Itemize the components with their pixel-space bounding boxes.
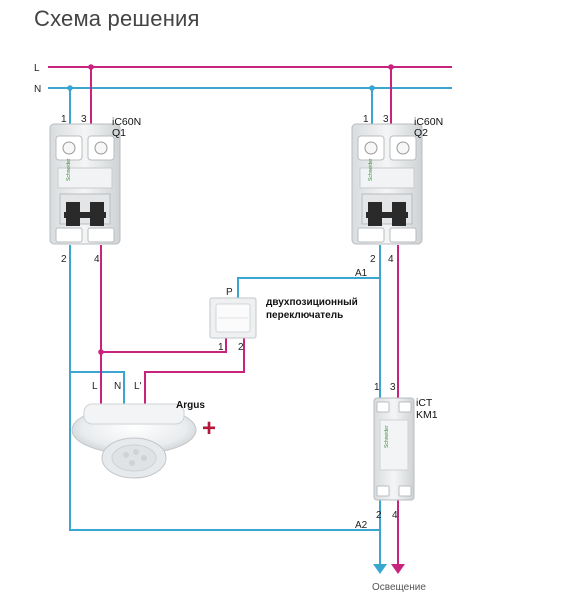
breaker-q2-term-3: 3: [383, 114, 389, 125]
sensor-term-lp: L': [134, 381, 142, 392]
output-phase-arrow-icon: [391, 564, 405, 574]
sensor-name: Argus: [176, 400, 205, 411]
contactor-term-4: 4: [392, 510, 398, 521]
breaker-q1-term-2: 2: [61, 254, 67, 265]
argus-motion-sensor[interactable]: [71, 403, 197, 479]
breaker-q1-term-4: 4: [94, 254, 100, 265]
switch-label-line2: переключатель: [266, 310, 343, 321]
contactor-km1[interactable]: Schneider: [373, 397, 415, 501]
switch-label-line1: двухпозиционный: [266, 297, 358, 308]
breaker-q2-ref: Q2: [414, 127, 428, 139]
output-neutral-arrow-icon: [373, 564, 387, 574]
wire-label-a2: A2: [355, 520, 368, 531]
breaker-q1-brand: Schneider: [66, 158, 72, 181]
breaker-q1-term-3: 3: [81, 114, 87, 125]
phase-wires: [90, 67, 399, 566]
breaker-q2-brand: Schneider: [368, 158, 374, 181]
contactor-model: iCT: [416, 397, 433, 409]
plus-icon: +: [202, 415, 216, 442]
breaker-q1[interactable]: Schneider: [49, 123, 121, 245]
breaker-q2-term-4: 4: [388, 254, 394, 265]
sensor-term-n: N: [114, 381, 121, 392]
output-label: Освещение: [372, 582, 426, 593]
switch-term-1: 1: [218, 342, 224, 353]
breaker-q1-term-1: 1: [61, 114, 67, 125]
breaker-q2-term-2: 2: [370, 254, 376, 265]
junction-dot: [98, 349, 104, 355]
contactor-term-1: 1: [374, 382, 380, 393]
page-title: Схема решения: [34, 6, 200, 31]
breaker-q1-model: iC60N: [112, 116, 141, 128]
breaker-q2[interactable]: Schneider: [351, 123, 423, 245]
bus-l-label: L: [34, 63, 40, 74]
switch-term-2: 2: [238, 342, 244, 353]
switch-term-p: P: [226, 287, 233, 298]
breaker-q2-term-1: 1: [363, 114, 369, 125]
contactor-term-2: 2: [376, 510, 382, 521]
contactor-term-3: 3: [390, 382, 396, 393]
sensor-term-l: L: [92, 381, 98, 392]
two-position-switch[interactable]: [209, 297, 257, 339]
contactor-brand: Schneider: [384, 425, 390, 448]
contactor-ref: KM1: [416, 409, 438, 421]
wire-label-a1: A1: [355, 268, 368, 279]
bus-n-label: N: [34, 84, 41, 95]
breaker-q1-ref: Q1: [112, 127, 126, 139]
breaker-q2-model: iC60N: [414, 116, 443, 128]
